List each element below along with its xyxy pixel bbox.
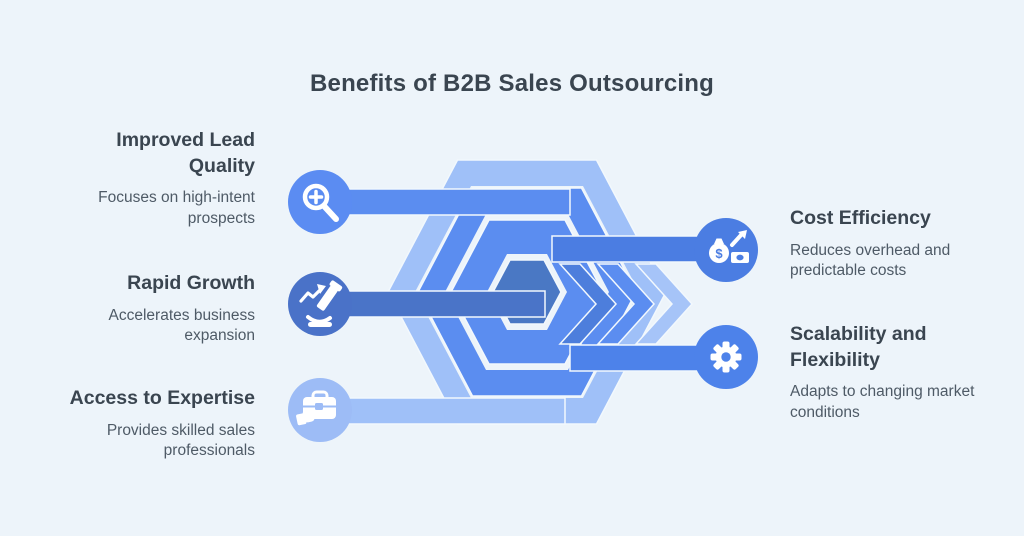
page-title: Benefits of B2B Sales Outsourcing <box>309 70 714 97</box>
benefit-title: Access to Expertise <box>69 387 255 409</box>
connector-rapid-growth <box>319 290 546 318</box>
benefit-access-to-expertise: Access to Expertise Provides skilled sal… <box>55 386 255 461</box>
microscope-growth-icon <box>288 272 352 336</box>
benefit-title: Cost Efficiency <box>790 207 931 229</box>
benefit-rapid-growth: Rapid Growth Accelerates business expans… <box>55 271 255 346</box>
connector-improved-lead-quality <box>319 188 571 216</box>
benefit-title: Scalability and Flexibility <box>790 323 927 371</box>
connector-access-to-expertise <box>319 397 566 425</box>
benefit-description: Provides skilled sales professionals <box>106 421 255 459</box>
benefit-scalability-flexibility: Scalability and Flexibility Adapts to ch… <box>790 322 1000 423</box>
benefit-description: Reduces overhead and predictable costs <box>790 241 951 279</box>
magnifier-plus-icon <box>288 170 352 234</box>
briefcase-hand-icon <box>288 378 352 442</box>
benefit-title: Rapid Growth <box>127 272 255 294</box>
benefit-improved-lead-quality: Improved Lead Quality Focuses on high-in… <box>55 128 255 229</box>
dollar-glyph: $ <box>715 246 723 261</box>
benefit-cost-efficiency: Cost Efficiency Reduces overhead and pre… <box>790 206 1000 281</box>
chevron-right-icon <box>558 263 618 345</box>
benefit-description: Focuses on high-intent prospects <box>98 189 255 227</box>
chevron-right-icon <box>596 263 656 345</box>
benefit-title: Improved Lead Quality <box>116 129 255 177</box>
money-bag-arrow-icon: $ <box>694 218 758 282</box>
chevron-right-icon <box>634 263 694 345</box>
gear-icon <box>694 325 758 389</box>
benefit-description: Adapts to changing market conditions <box>790 383 975 421</box>
benefit-description: Accelerates business expansion <box>108 306 255 344</box>
